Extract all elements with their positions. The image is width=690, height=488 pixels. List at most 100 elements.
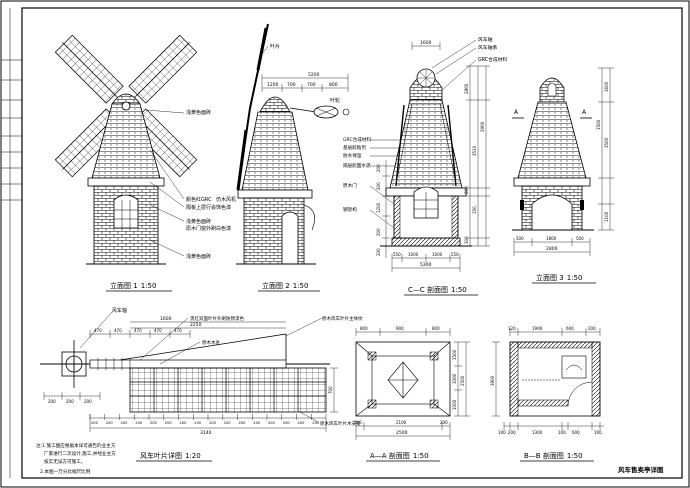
blade-dim-right: 700: [328, 386, 333, 394]
blade-dim-bottom: 200: [312, 421, 320, 425]
cc-dim-left-5: 200: [376, 248, 381, 256]
elevation-3: A A 1600 1500 3500 1100 500 1800 500: [512, 67, 614, 284]
aa-dim-total: 2500: [396, 430, 408, 436]
frame-border: [21, 7, 683, 479]
aa-dim-bottom-2: 2100: [396, 420, 407, 425]
aa-dim-top-1: 800: [360, 326, 368, 331]
elev1-label-3: 仿木风机: [216, 196, 236, 203]
elev2-dim-2: 700: [287, 82, 296, 88]
note-line-4: 2.本图一万分比缩尺比例: [40, 468, 91, 475]
sheet-title: 风车售卖亭详图: [618, 465, 664, 474]
elev2-label-2: 叶轮: [330, 97, 340, 104]
blade-dim-left-3: 200: [84, 399, 92, 404]
elev3-dim-total: 2800: [546, 246, 558, 252]
aa-dim-right-4: 2500: [460, 375, 465, 386]
bb-dim-bottom-4: 100: [558, 430, 566, 435]
section-bb: 120 1900 600 200 100 200 1300 100 600 10…: [490, 326, 604, 462]
aa-dim-right-1: 1500: [452, 349, 457, 360]
aa-dim-bottom-1: 200: [354, 420, 362, 425]
blade-dim-left-1: 200: [48, 399, 56, 404]
cc-dim-left-3: 1200: [376, 202, 381, 213]
cc-label-9: 钢架构: [343, 206, 357, 213]
bb-dim-right: 3900: [490, 375, 495, 386]
cc-dim-right-2: 3510: [472, 145, 477, 156]
blade-label-2: 黑红双面叶片外刷防锈漆色: [190, 315, 244, 322]
elev3-dim-bottom-2: 1800: [546, 236, 557, 241]
aa-dim-top-3: 800: [432, 326, 440, 331]
cc-dim-top: 1600: [420, 40, 432, 46]
left-strip: [1, 8, 22, 478]
cc-label-7: 隔层胶面水泥: [343, 162, 371, 169]
bb-dim-bottom-5: 600: [572, 430, 580, 435]
note-line-3: 核实无误方可施工。: [44, 458, 85, 465]
elev3-dim-right-1: 1600: [604, 81, 609, 92]
bb-dim-bottom-1: 100: [498, 430, 506, 435]
cc-label-5: 基层胶粘剂: [343, 144, 366, 151]
elev3-mark-a-right: A: [582, 109, 587, 116]
blade-dim-bottom: 200: [298, 421, 306, 425]
blade-dim-bottom: 200: [180, 421, 188, 425]
elev3-dim-bottom-1: 500: [516, 236, 524, 241]
blade-dim-top-5: 470: [174, 328, 182, 333]
elev2-dim-4: 800: [329, 82, 338, 88]
note-line-1: 注:1.施工图应根据本详可通告的业主方: [36, 442, 116, 449]
blade-dim-top-4: 470: [154, 328, 162, 333]
cc-label-2: 风车轴承: [478, 44, 497, 51]
blade-dim-bottom: 200: [224, 421, 232, 425]
aa-dim-right-3: 1000: [452, 399, 457, 410]
cc-label-1: 风车轴: [478, 36, 493, 43]
cc-label-4: GRC合成材料: [343, 136, 372, 143]
cc-dim-right-1: 2800: [464, 83, 469, 94]
blade-detail: 470 470 470 470 470 1600 2250 风车轴 黑红双面叶片…: [40, 307, 363, 462]
blade-dim-top-1: 470: [94, 328, 102, 333]
cc-dim-left-2: 200: [376, 182, 381, 190]
blade-dim-total: 3140: [200, 430, 212, 436]
bb-dim-top-3: 600: [566, 326, 574, 331]
note-line-2: 厂家进行二次设计,施工,并经业主方: [44, 450, 116, 457]
blade-dim-left-2: 200: [66, 399, 74, 404]
bb-dim-top-4: 200: [588, 326, 596, 331]
cc-dim-bottom-2: 1000: [408, 252, 419, 257]
elev3-dim-bottom-3: 500: [576, 236, 584, 241]
elev1-label-5: 浅黄色面砖: [186, 218, 211, 225]
blade-dim-bottom: 200: [239, 421, 247, 425]
notes: 注:1.施工图应根据本详可通告的业主方 厂家进行二次设计,施工,并经业主方 核实…: [36, 442, 116, 475]
elev2-label-1: 叶片: [270, 43, 280, 50]
cc-dim-right-6: 300: [464, 236, 469, 244]
bb-dim-top-2: 1900: [532, 326, 543, 331]
section-aa: 800 900 800 200 2100 200 2500 1500 1000 …: [354, 326, 470, 462]
bb-dim-bottom-6: 100: [594, 430, 602, 435]
blade-dim-bottom: 200: [150, 421, 158, 425]
bb-dim-bottom-3: 1300: [532, 430, 543, 435]
elevation-1: 浅黄色面砖 颜色红GRC 仿木风机 隔板上层行会饰色漆 浅黄色面砖 原木门窗外刷…: [54, 34, 236, 292]
blade-dim-bottom: 200: [283, 421, 291, 425]
section-cc: 1600 风车轴 风车轴承 GRC合成材料 GRC合成材料 基层胶粘剂 防水保温…: [343, 36, 508, 296]
blade-dim-top-6: 1600: [160, 316, 172, 322]
blade-dim-bottom: 200: [121, 421, 129, 425]
bb-dim-bottom-2: 200: [508, 430, 516, 435]
elev2-dim-3: 700: [307, 82, 316, 88]
elev1-label-2: 颜色红GRC: [186, 196, 212, 203]
blade-dim-top-7: 2250: [190, 322, 202, 328]
elev1-label-4: 隔板上层行会饰色漆: [186, 204, 231, 211]
blade-dim-bottom: 200: [253, 421, 261, 425]
elev3-dim-right-3: 3500: [604, 137, 609, 148]
blade-dim-bottom: 200: [165, 421, 173, 425]
elev2-dim-1: 1200: [267, 82, 279, 88]
cc-dim-bottom-1: 550: [393, 252, 401, 257]
blade-dim-bottom: 200: [209, 421, 217, 425]
cc-dim-right-5: 2900: [480, 121, 485, 132]
blade-label-4: 原木风车叶片主体纹: [322, 315, 363, 322]
blade-label-1: 风车轴: [112, 307, 127, 314]
blade-dim-bottom: 200: [91, 421, 99, 425]
bb-dim-top-1: 120: [508, 326, 516, 331]
cc-label-3: GRC合成材料: [478, 56, 508, 63]
